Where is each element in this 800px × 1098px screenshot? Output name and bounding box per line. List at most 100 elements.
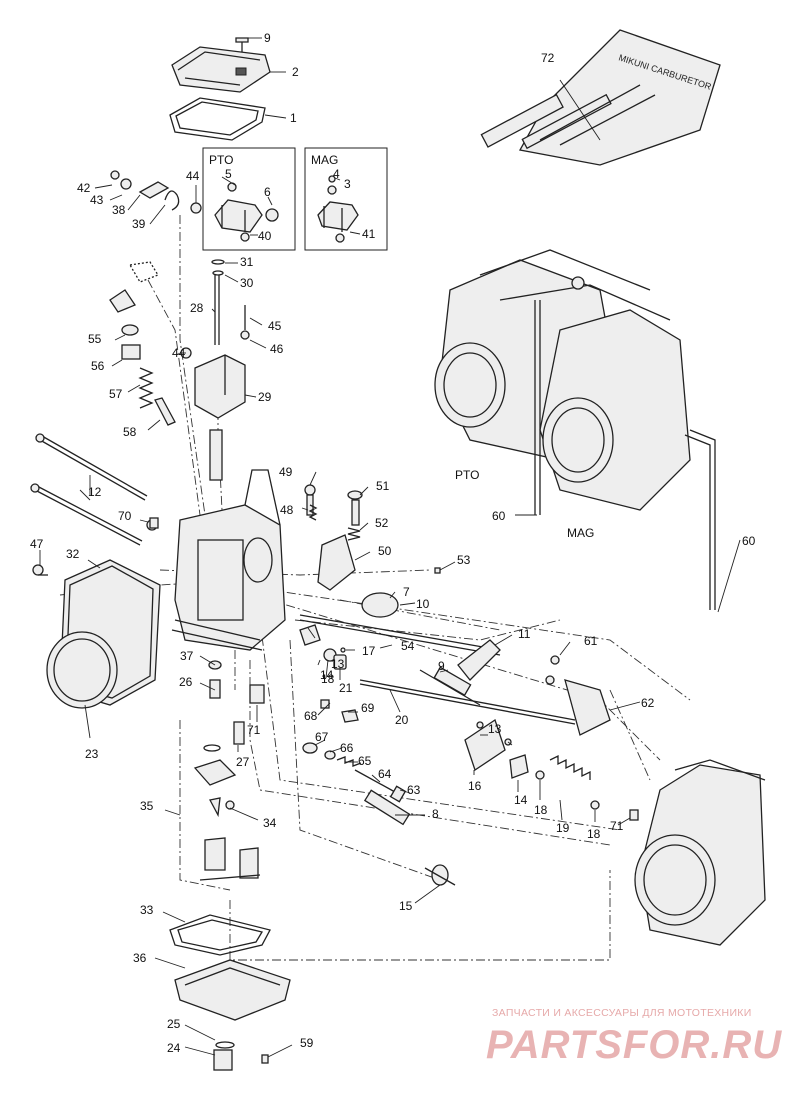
callout-20: 20 <box>395 713 409 727</box>
callout-38: 38 <box>112 203 126 217</box>
tool-kit: MIKUNI CARBURETOR <box>480 29 721 166</box>
callout-66: 66 <box>340 741 354 755</box>
callout-49: 49 <box>279 465 293 479</box>
mag-box-label: MAG <box>311 153 338 167</box>
callout-63: 63 <box>407 783 421 797</box>
callout-14: 14 <box>320 668 334 682</box>
callout-71: 71 <box>247 723 261 737</box>
callout-44: 44 <box>186 169 200 183</box>
callout-27: 27 <box>236 755 250 769</box>
callout-37: 37 <box>180 649 194 663</box>
callout-51: 51 <box>376 479 390 493</box>
callout-45: 45 <box>268 319 282 333</box>
choke-plunger-group <box>109 261 192 426</box>
callout-28: 28 <box>190 301 204 315</box>
callout-30: 30 <box>240 276 254 290</box>
callout-36: 36 <box>133 951 147 965</box>
callout-17: 17 <box>362 644 376 658</box>
callout-56: 56 <box>91 359 105 373</box>
callout-39: 39 <box>132 217 146 231</box>
callout-58: 58 <box>123 425 137 439</box>
callout-1: 1 <box>290 111 297 125</box>
callout-57: 57 <box>109 387 123 401</box>
callout-69: 69 <box>361 701 375 715</box>
callout-10: 10 <box>416 597 430 611</box>
callout-43: 43 <box>90 193 104 207</box>
callout-18: 18 <box>321 672 335 686</box>
callout-12: 12 <box>88 485 102 499</box>
callout-60: 60 <box>742 534 756 548</box>
callout-46: 46 <box>270 342 284 356</box>
watermark: ЗАПЧАСТИ И АКСЕССУАРЫ ДЛЯ МОТОТЕХНИКИ PA… <box>486 1007 782 1067</box>
carburetor-pair-assembly: PTO MAG <box>434 249 716 610</box>
callout-71: 71 <box>610 819 624 833</box>
mag-inset-box: MAG <box>304 147 388 251</box>
callout-21: 21 <box>339 681 353 695</box>
lever-parts <box>464 718 600 810</box>
callout-35: 35 <box>140 799 154 813</box>
callout-72: 72 <box>541 51 555 65</box>
callout-4: 4 <box>333 167 340 181</box>
callout-55: 55 <box>88 332 102 346</box>
callout-54: 54 <box>401 639 415 653</box>
callout-34: 34 <box>263 816 277 830</box>
callout-33: 33 <box>140 903 154 917</box>
callout-9: 9 <box>264 31 271 45</box>
float-bowl-group <box>149 517 639 1071</box>
top-cover-group <box>169 37 271 141</box>
callout-59: 59 <box>300 1036 314 1050</box>
watermark-logo: PARTSFOR.RU <box>486 1023 782 1067</box>
callout-26: 26 <box>179 675 193 689</box>
callout-11: 11 <box>518 627 531 641</box>
callout-25: 25 <box>167 1017 181 1031</box>
carburetor-body <box>146 469 286 651</box>
callout-8: 8 <box>432 807 439 821</box>
callout-13: 13 <box>331 657 345 671</box>
intake-flange <box>32 559 161 709</box>
callout-60: 60 <box>492 509 506 523</box>
callout-52: 52 <box>375 516 389 530</box>
pto-box-label: PTO <box>209 153 233 167</box>
watermark-tagline: ЗАПЧАСТИ И АКСЕССУАРЫ ДЛЯ МОТОТЕХНИКИ <box>492 1007 752 1019</box>
callout-42: 42 <box>77 181 91 195</box>
callout-6: 6 <box>264 185 271 199</box>
callout-9: 9 <box>438 659 445 673</box>
callout-18: 18 <box>587 827 601 841</box>
callout-68: 68 <box>304 709 318 723</box>
callout-48: 48 <box>280 503 294 517</box>
callout-29: 29 <box>258 390 272 404</box>
mag-assembly-label: MAG <box>567 526 594 540</box>
callout-24: 24 <box>167 1041 181 1055</box>
callout-64: 64 <box>378 767 392 781</box>
callout-leaders <box>39 37 741 1058</box>
callout-62: 62 <box>641 696 655 710</box>
long-bolts <box>30 433 148 546</box>
callout-40: 40 <box>258 229 272 243</box>
callout-7: 7 <box>403 585 410 599</box>
callout-2: 2 <box>292 65 299 79</box>
callout-50: 50 <box>378 544 392 558</box>
pto-assembly-label: PTO <box>455 468 479 482</box>
callout-32: 32 <box>66 547 80 561</box>
callout-44: 44 <box>172 346 186 360</box>
callout-61: 61 <box>584 634 598 648</box>
throttle-linkage-parts <box>110 170 202 214</box>
callout-65: 65 <box>358 754 372 768</box>
needle-group <box>194 259 250 481</box>
callout-41: 41 <box>362 227 376 241</box>
callout-18: 18 <box>534 803 548 817</box>
callout-67: 67 <box>315 730 329 744</box>
callout-numbers: 1234567891011121313141415161718181819202… <box>30 31 756 1055</box>
callout-19: 19 <box>556 821 570 835</box>
callout-14: 14 <box>514 793 528 807</box>
idle-screw-parts <box>302 699 411 826</box>
callout-15: 15 <box>399 899 413 913</box>
callout-47: 47 <box>30 537 44 551</box>
callout-70: 70 <box>118 509 132 523</box>
callout-16: 16 <box>468 779 482 793</box>
callout-31: 31 <box>240 255 254 269</box>
pto-inset-box: PTO <box>202 147 296 251</box>
callout-13: 13 <box>488 722 502 736</box>
callout-23: 23 <box>85 747 99 761</box>
